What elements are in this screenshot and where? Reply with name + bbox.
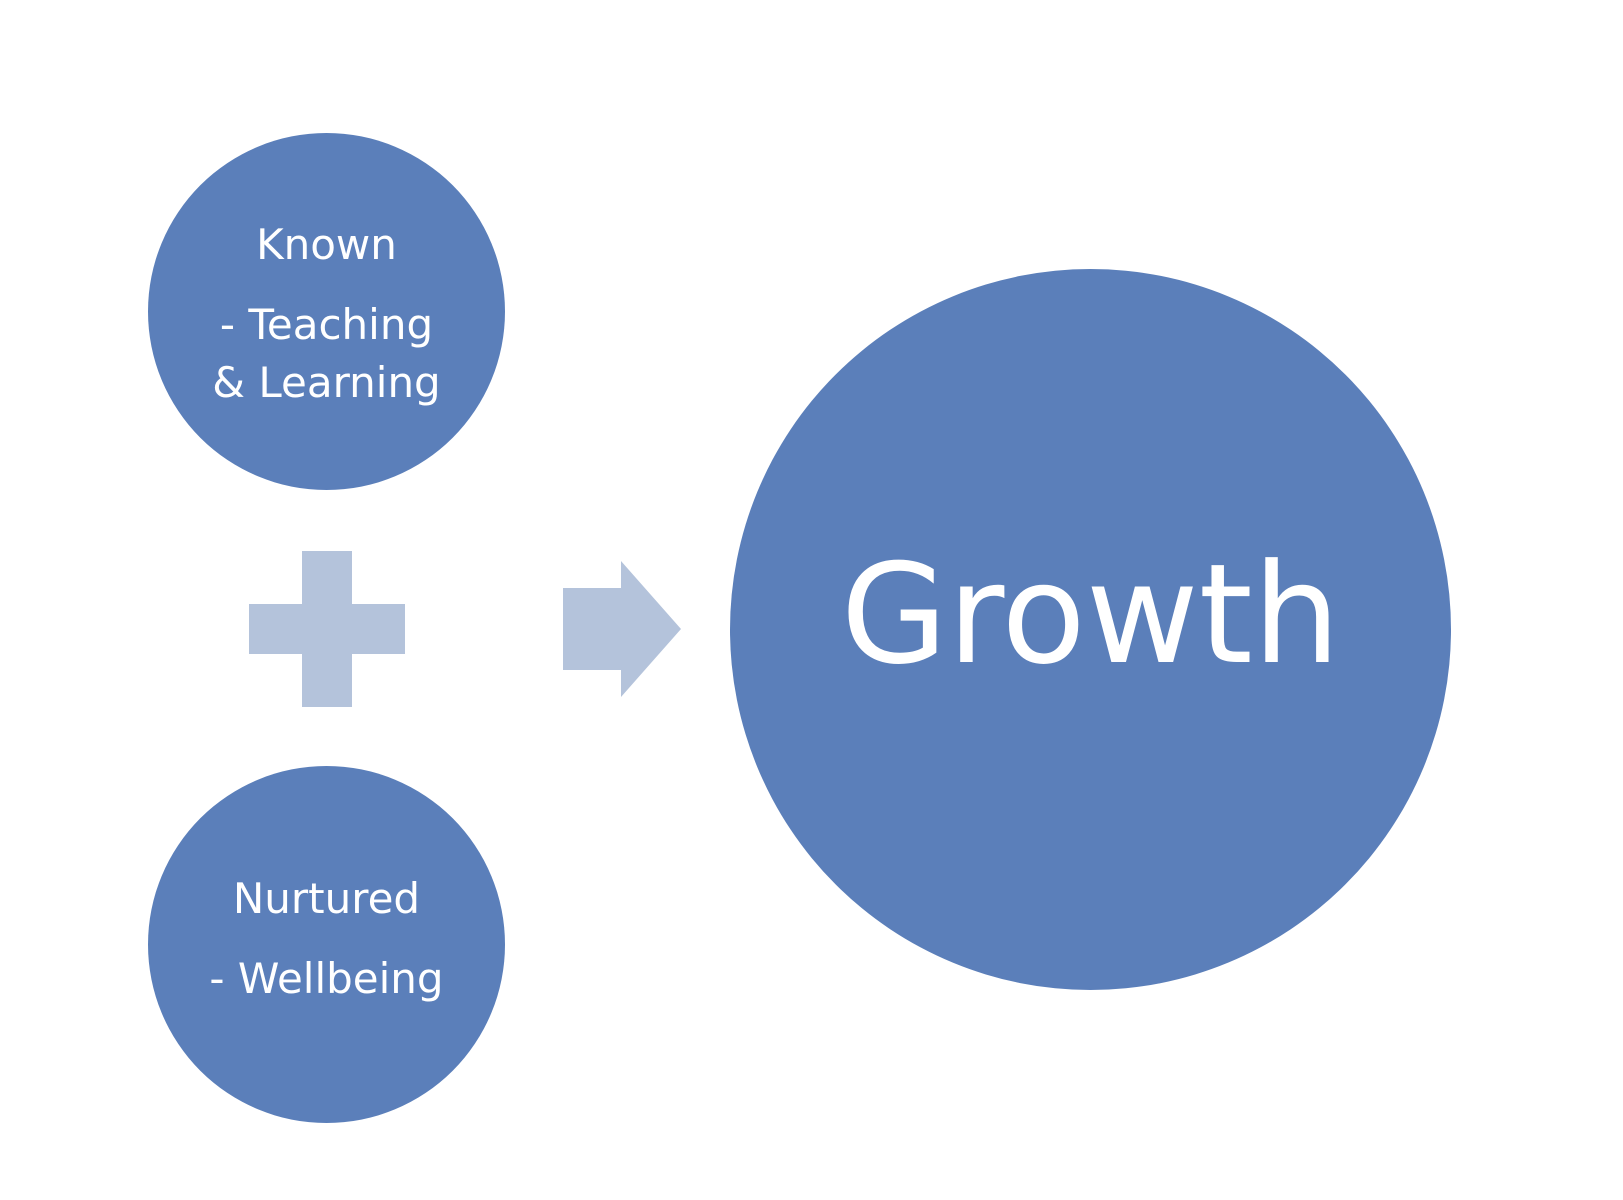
known-text-block: Known - Teaching & Learning: [212, 216, 440, 412]
growth-circle: Growth: [730, 269, 1451, 990]
arrow-shape: [563, 561, 681, 697]
nurtured-title: Nurtured: [232, 873, 421, 923]
arrow-right-icon: [563, 561, 681, 697]
known-subtitle-line2: & Learning: [212, 357, 441, 407]
growth-title: Growth: [840, 533, 1341, 695]
known-title: Known: [256, 219, 397, 269]
nurtured-circle: Nurtured - Wellbeing: [148, 766, 505, 1123]
plus-icon: [249, 551, 405, 707]
known-circle: Known - Teaching & Learning: [148, 133, 505, 490]
nurtured-subtitle: - Wellbeing: [209, 953, 444, 1003]
nurtured-text-block: Nurtured - Wellbeing: [209, 870, 443, 1008]
known-subtitle-line1: - Teaching: [219, 299, 434, 349]
plus-shape: [249, 551, 405, 707]
